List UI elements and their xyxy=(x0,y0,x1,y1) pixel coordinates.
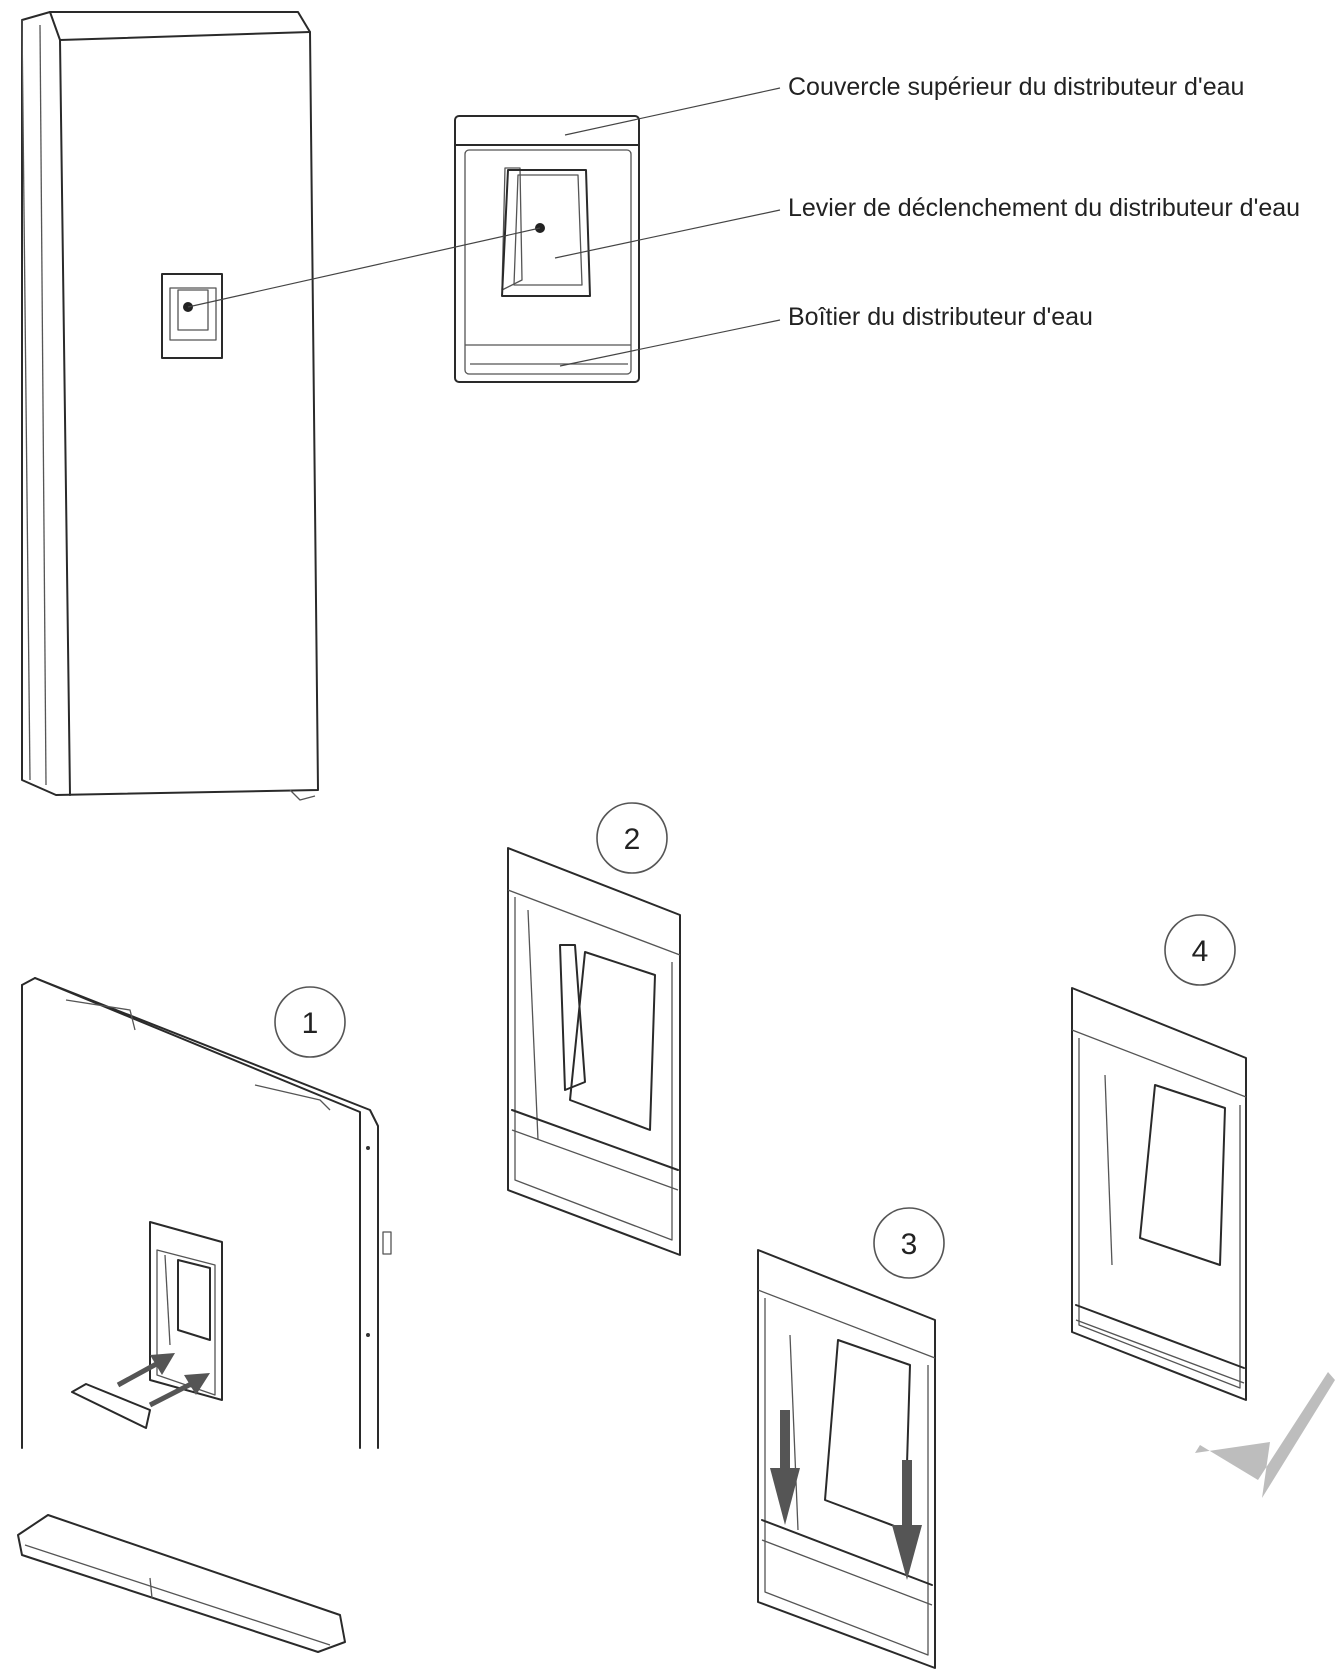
step-badge-1: 1 xyxy=(274,986,346,1058)
drip-tray-illustration xyxy=(17,1514,346,1653)
fridge-dispenser xyxy=(161,273,223,359)
step-3-arrows xyxy=(770,1410,922,1580)
refrigerator-illustration xyxy=(21,11,319,801)
dispenser-detail xyxy=(454,115,640,383)
arrow-icon xyxy=(184,1373,210,1395)
step-number: 4 xyxy=(1192,935,1209,968)
leader-lines xyxy=(187,87,781,367)
step-number: 3 xyxy=(901,1228,918,1261)
checkmark-icon xyxy=(1195,1372,1335,1498)
step-2-illustration xyxy=(507,847,681,1256)
callout-release-lever: Levier de déclenchement du distributeur … xyxy=(788,194,1300,222)
step-1-arrows xyxy=(116,1353,210,1408)
step-1-illustration xyxy=(21,977,392,1449)
step-badge-3: 3 xyxy=(873,1207,945,1279)
arrow-icon xyxy=(892,1525,922,1580)
step-number: 2 xyxy=(624,823,641,856)
step-4-illustration xyxy=(1071,987,1247,1401)
callout-housing: Boîtier du distributeur d'eau xyxy=(788,303,1093,331)
step-3-illustration xyxy=(757,1249,936,1669)
step-badge-4: 4 xyxy=(1164,914,1236,986)
step-number: 1 xyxy=(302,1007,319,1040)
step-badge-2: 2 xyxy=(596,802,668,874)
callout-top-cover: Couvercle supérieur du distributeur d'ea… xyxy=(788,73,1244,101)
arrow-icon xyxy=(770,1468,800,1525)
arrow-icon xyxy=(150,1353,175,1375)
